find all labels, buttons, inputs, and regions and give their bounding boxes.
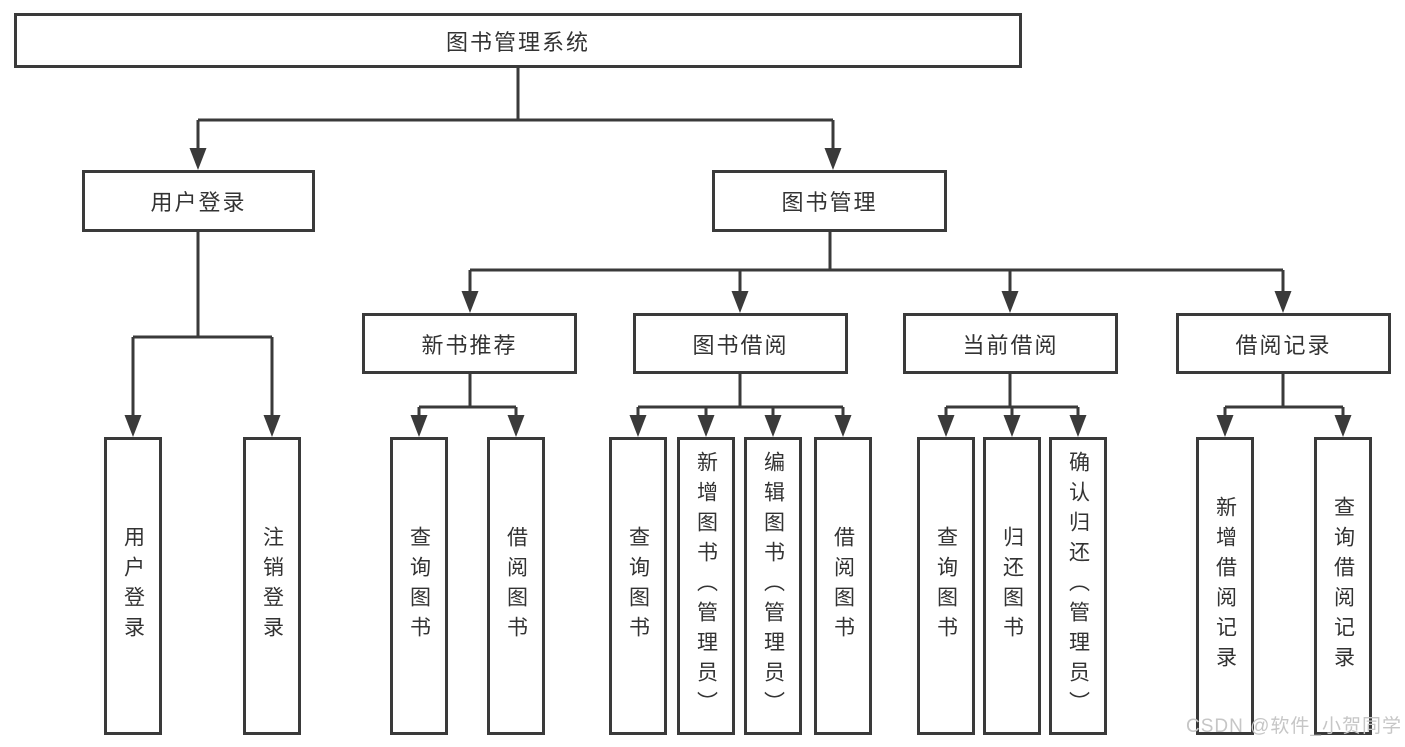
connector-root-to-level2 (196, 68, 835, 150)
leaf-label: 用户登录 (121, 526, 145, 646)
leaf-edit-book-admin: 编辑图书（管理员） (744, 437, 802, 735)
leaf-label: 新增借阅记录 (1213, 496, 1237, 676)
leaf-label: 借阅图书 (831, 526, 855, 646)
leaf-add-borrow-record: 新增借阅记录 (1196, 437, 1254, 735)
leaf-return-books: 归还图书 (983, 437, 1041, 735)
node-new-book-recommendation: 新书推荐 (362, 313, 577, 374)
connector-book-management-to-modules (468, 232, 1285, 293)
leaf-label: 新增图书（管理员） (694, 451, 718, 721)
connector-borrowing-records-to-leaves (1223, 374, 1345, 417)
connector-new-book-recommendation-to-leaves (417, 374, 518, 417)
node-book-borrowing: 图书借阅 (633, 313, 848, 374)
leaf-label: 查询图书 (934, 526, 958, 646)
node-borrowing-records: 借阅记录 (1176, 313, 1391, 374)
connector-user-login-to-leaves (131, 232, 274, 417)
leaf-add-book-admin: 新增图书（管理员） (677, 437, 735, 735)
leaf-logout: 注销登录 (243, 437, 301, 735)
leaf-user-login: 用户登录 (104, 437, 162, 735)
arrowhead-icons (124, 148, 1352, 437)
node-library-management-system: 图书管理系统 (14, 13, 1022, 68)
leaf-query-borrow-record: 查询借阅记录 (1314, 437, 1372, 735)
leaf-query-books-recommend: 查询图书 (390, 437, 448, 735)
leaf-borrow-books-recommend: 借阅图书 (487, 437, 545, 735)
node-current-borrowing: 当前借阅 (903, 313, 1118, 374)
node-book-management: 图书管理 (712, 170, 947, 232)
leaf-query-books-borrowing: 查询图书 (609, 437, 667, 735)
node-user-login: 用户登录 (82, 170, 315, 232)
connector-current-borrowing-to-leaves (944, 374, 1080, 417)
leaf-label: 借阅图书 (504, 526, 528, 646)
leaf-label: 确认归还（管理员） (1066, 451, 1090, 721)
leaf-label: 查询借阅记录 (1331, 496, 1355, 676)
leaf-label: 归还图书 (1000, 526, 1024, 646)
leaf-label: 编辑图书（管理员） (761, 451, 785, 721)
watermark-text: CSDN @软件_小贺同学 (1186, 716, 1402, 737)
leaf-label: 查询图书 (626, 526, 650, 646)
leaf-confirm-return-admin: 确认归还（管理员） (1049, 437, 1107, 735)
leaf-label: 查询图书 (407, 526, 431, 646)
leaf-query-books-current: 查询图书 (917, 437, 975, 735)
connector-book-borrowing-to-leaves (636, 374, 845, 417)
leaf-label: 注销登录 (260, 526, 284, 646)
leaf-borrow-books-borrowing: 借阅图书 (814, 437, 872, 735)
